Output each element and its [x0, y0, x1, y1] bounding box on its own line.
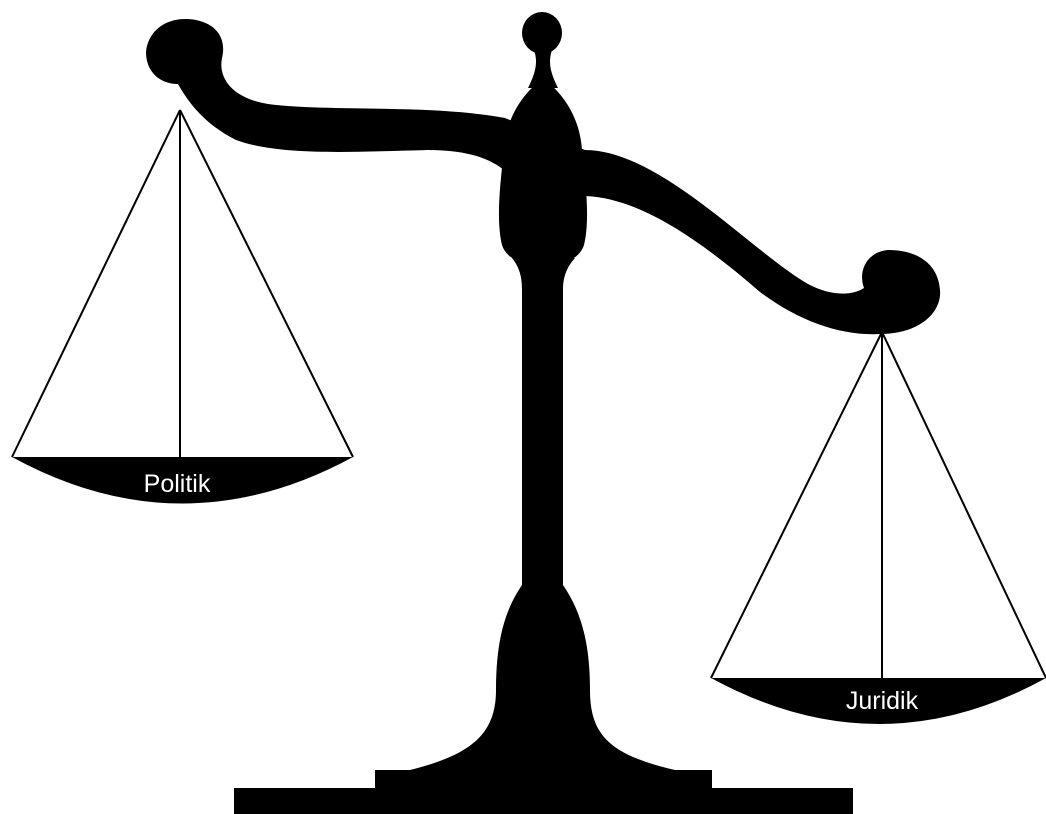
left-pan-label: Politik — [144, 470, 211, 498]
scale-column — [410, 258, 675, 770]
right-pan-label: Juridik — [846, 687, 919, 715]
right-pan-string-left — [711, 332, 882, 678]
left-pan-string-right — [180, 110, 353, 457]
scale-finial — [522, 12, 562, 88]
base-lower-step — [234, 788, 853, 814]
base-upper-step — [375, 770, 712, 790]
left-pan-string-left — [12, 110, 180, 457]
left-pan-assembly: Politik — [12, 110, 353, 504]
right-pan-assembly: Juridik — [711, 332, 1046, 724]
finial-neck — [528, 50, 558, 88]
finial-knob — [522, 12, 562, 54]
right-pan-string-right — [882, 332, 1046, 678]
scale-base — [234, 770, 853, 814]
